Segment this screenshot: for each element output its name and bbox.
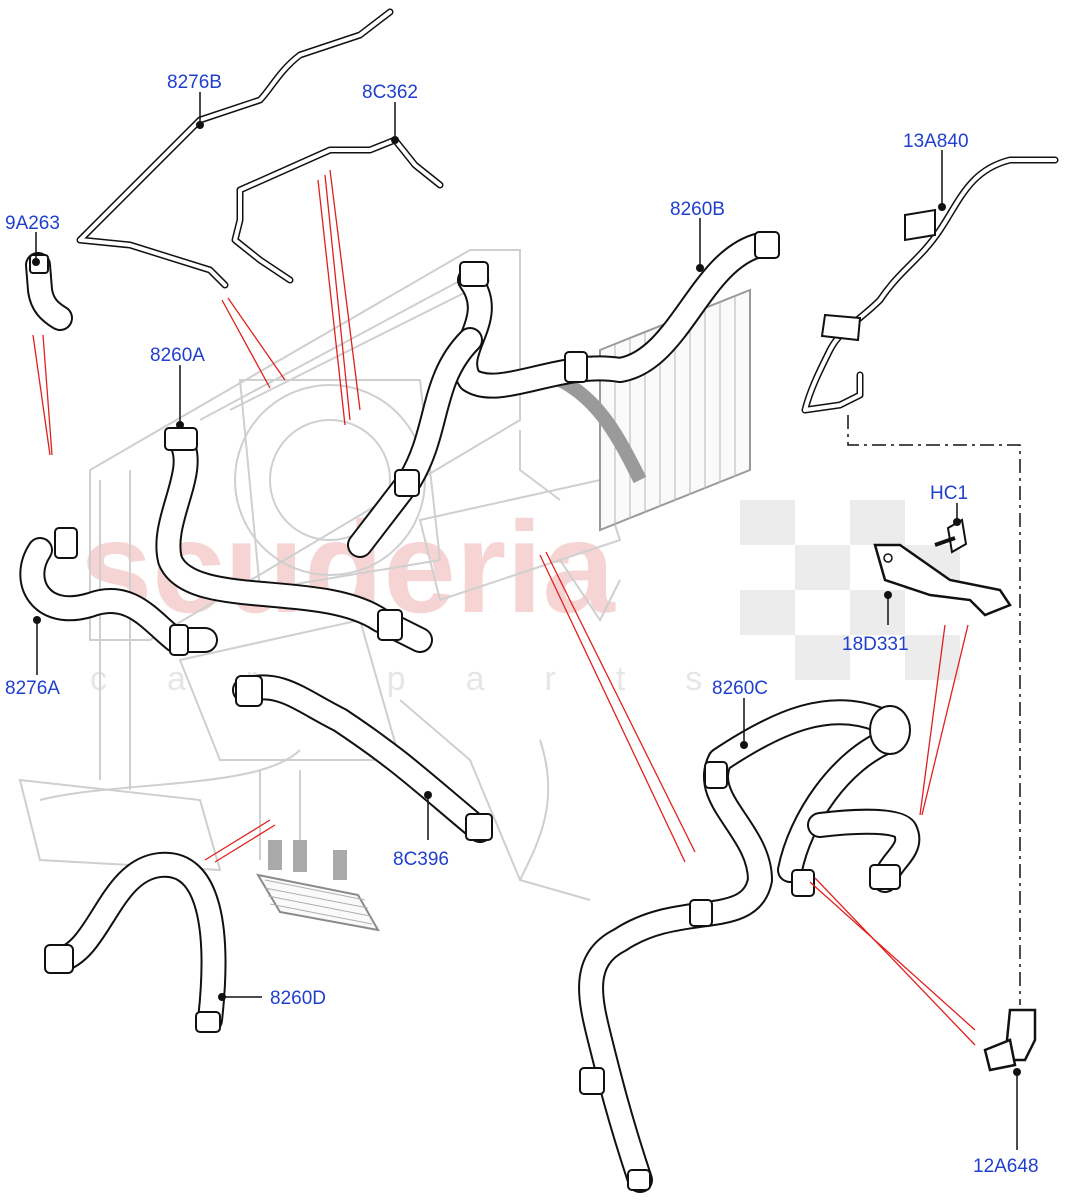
hose-8260D: [44, 851, 227, 1033]
label-9A263: 9A263: [5, 213, 60, 234]
label-18D331: 18D331: [842, 634, 909, 655]
watermark-checker-flag: [740, 500, 960, 680]
label-8260D: 8260D: [270, 988, 326, 1009]
label-8276B: 8276B: [167, 72, 222, 93]
hose-8260B: [347, 231, 780, 558]
label-8260A: 8260A: [150, 345, 205, 366]
context-engine-outline: [18, 249, 622, 901]
hose-8276A: [19, 527, 218, 656]
sensor-12A648: [983, 1008, 1037, 1072]
label-8C362: 8C362: [362, 82, 418, 103]
hose-8C396: [232, 674, 493, 843]
label-8276A: 8276A: [5, 678, 60, 699]
pipe-8C362: [231, 136, 444, 284]
label-8260C: 8260C: [712, 678, 768, 699]
hose-8260A: [155, 427, 433, 653]
callout-lines: [32, 169, 976, 1046]
hose-8260C: [578, 699, 921, 1193]
label-8C396: 8C396: [393, 849, 449, 870]
oil-cooler: [255, 840, 380, 932]
label-13A840: 13A840: [903, 131, 969, 152]
bracket-18D331: [873, 543, 1012, 617]
connection-dashdot: [847, 415, 1021, 1005]
label-leaders: [32, 92, 1021, 1150]
label-HC1: HC1: [930, 483, 968, 504]
watermark-sub: car parts: [90, 660, 762, 698]
harness-13A840: [801, 156, 1059, 414]
label-12A648: 12A648: [973, 1156, 1039, 1177]
pipe-8276B: [76, 8, 394, 289]
label-8260B: 8260B: [670, 199, 725, 220]
